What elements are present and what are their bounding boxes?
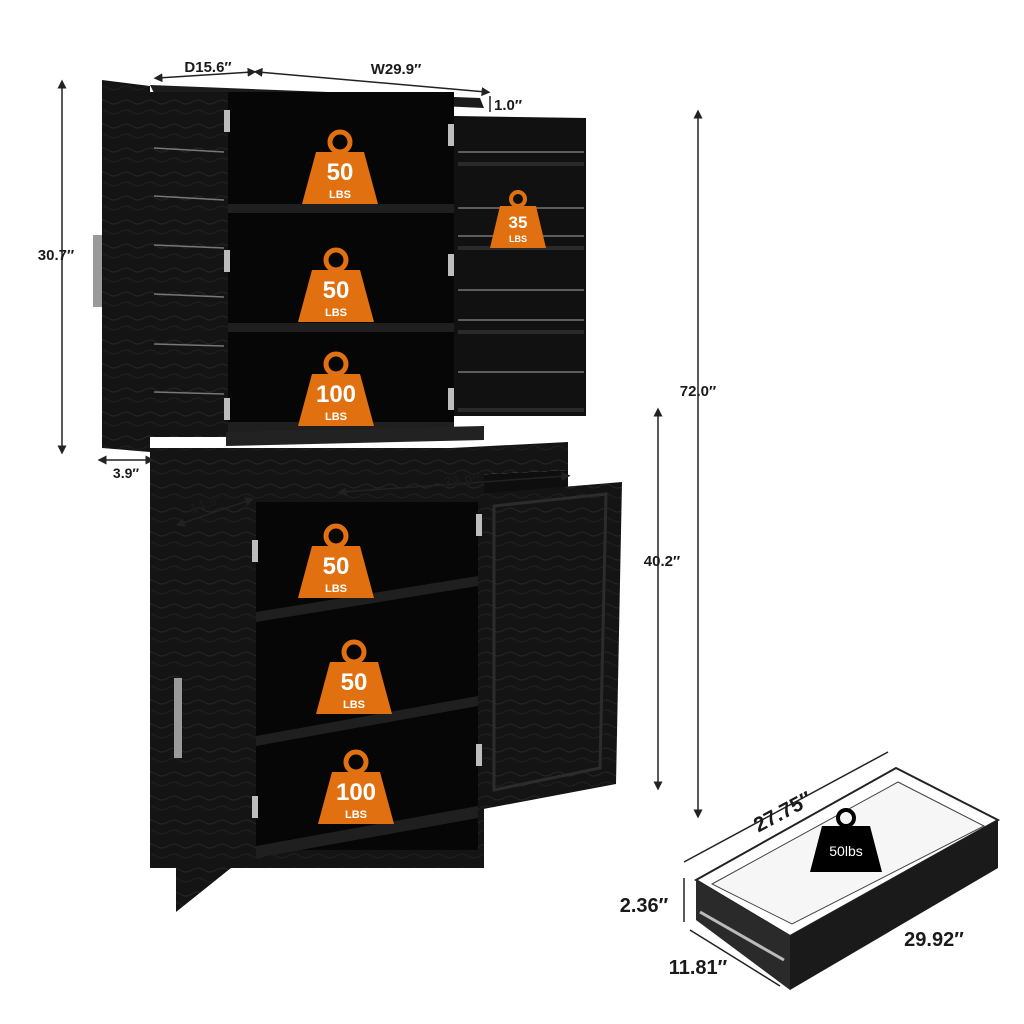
weight-value: 100 [336, 779, 376, 806]
weight-unit: LBS [325, 583, 347, 595]
drawer-weight-label: 50lbs [829, 843, 862, 859]
top-thickness-label: 1.0″ [494, 97, 522, 114]
weight-body-icon [810, 826, 882, 872]
detail-depth-line [689, 929, 781, 987]
detail-width-label: 29.92″ [904, 929, 964, 951]
drawer-detail-front [790, 820, 998, 990]
lower-right-door [478, 482, 622, 810]
upper-hinges [224, 110, 454, 420]
lower-left-handle [174, 678, 182, 758]
weight-value: 100 [316, 381, 356, 408]
lower-left-door [176, 500, 256, 912]
upper-shelf-2 [228, 323, 454, 332]
detail-depth-label: 11.81″ [669, 957, 728, 979]
weight-badge-upper-1: 50 LBS [302, 132, 378, 204]
drawer-detail-dim-lines [683, 751, 889, 987]
depth-label: D15.6″ [184, 59, 231, 76]
weight-value: 50 [323, 277, 350, 304]
weight-value: 50 [341, 669, 368, 696]
weight-badge-lower-3: 100 LBS [318, 752, 394, 824]
weight-value: 50 [323, 553, 350, 580]
upper-shelf-1 [228, 204, 454, 213]
weight-unit: LBS [509, 234, 527, 244]
weight-unit: LBS [345, 809, 367, 821]
lower-shelf-1 [256, 576, 478, 622]
weight-unit: LBS [325, 411, 347, 423]
lower-cabinet [150, 448, 622, 912]
total-height-label: 72.0″ [680, 383, 716, 400]
upper-left-door-racks [153, 147, 225, 395]
weight-badge-door-rack: 35 LBS [488, 190, 548, 250]
drawer-depth-line [175, 497, 255, 527]
door-depth-label: 3.9″ [113, 465, 139, 481]
lower-hinges [252, 514, 482, 818]
lower-right-door-panel [492, 492, 608, 792]
drawer-width-label: 29.9″ [443, 472, 480, 491]
upper-right-door [454, 116, 586, 416]
drawer-width-line [337, 471, 571, 497]
weight-value: 35 [509, 213, 528, 232]
upper-left-door [102, 80, 150, 452]
countertop [226, 426, 484, 446]
weight-badge-upper-2: 50 LBS [298, 250, 374, 322]
drawer-detail-slide [699, 910, 785, 962]
width-label: W29.9″ [371, 61, 422, 78]
detail-height-label: 2.36″ [620, 895, 669, 917]
weight-unit: LBS [325, 307, 347, 319]
lower-shelf-2 [256, 696, 478, 746]
weight-unit: LBS [343, 699, 365, 711]
weight-badge-lower-1: 50 LBS [298, 526, 374, 598]
weight-badge-lower-2: 50 LBS [316, 642, 392, 714]
drawer-detail: 50lbs 27.75″ 2.36″ 11.81″ 29.92″ [620, 751, 1001, 990]
width-line [253, 67, 491, 97]
lower-height-label: 40.2″ [644, 553, 680, 570]
detail-length-line [683, 751, 889, 863]
weight-value: 50 [327, 159, 354, 186]
upper-height-label: 30.7″ [38, 247, 74, 264]
lower-bottom [256, 806, 478, 858]
weight-badge-upper-3: 100 LBS [298, 354, 374, 426]
dimension-lines [57, 67, 703, 819]
upper-left-handle [93, 235, 102, 307]
weight-unit: LBS [329, 189, 351, 201]
depth-line [153, 67, 257, 83]
drawer-weight-icon: 50lbs [810, 808, 882, 872]
